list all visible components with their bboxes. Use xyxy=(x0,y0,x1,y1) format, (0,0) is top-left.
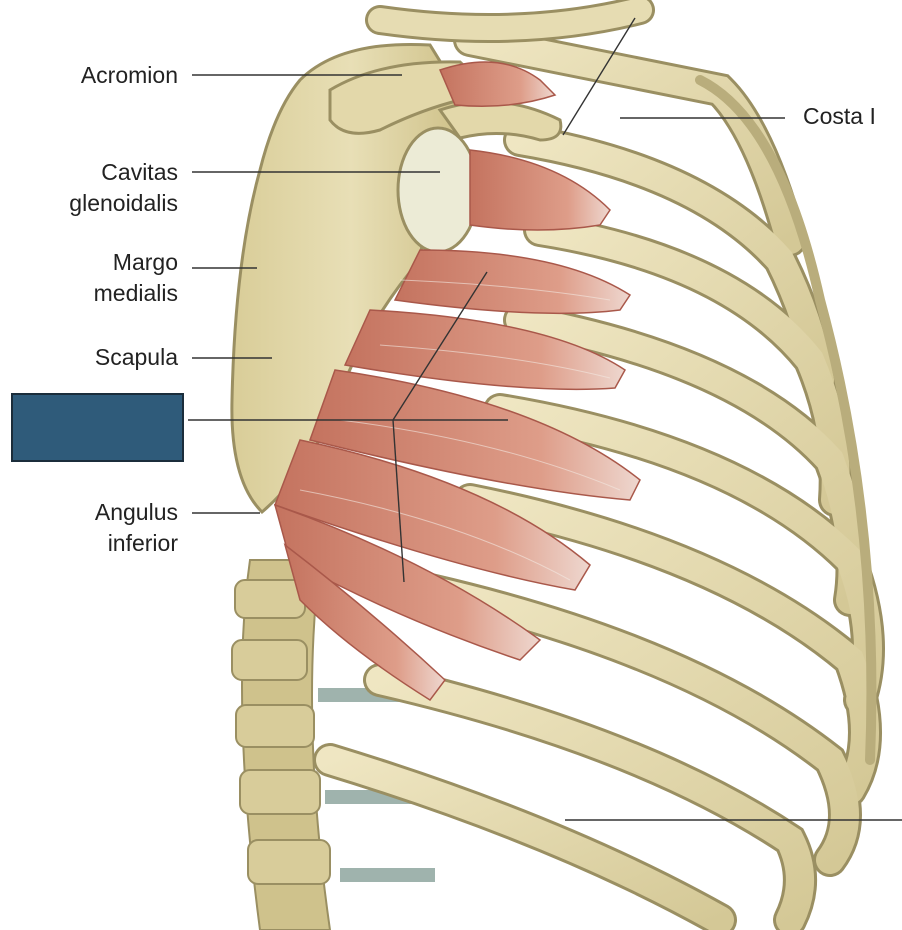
label-angulus-inferior: Angulus inferior xyxy=(95,497,178,559)
serratus-anterior-muscle xyxy=(273,61,641,702)
label-angulus-line2: inferior xyxy=(107,530,178,556)
label-cavitas-glenoidalis: Cavitas glenoidalis xyxy=(69,157,178,219)
label-acromion: Acromion xyxy=(80,62,178,88)
label-margo-medialis: Margo medialis xyxy=(94,247,178,309)
label-scapula: Scapula xyxy=(94,344,178,370)
label-angulus-line1: Angulus xyxy=(94,499,178,525)
scapula-bone xyxy=(230,42,563,515)
leader-lines xyxy=(188,17,902,821)
vertebral-column xyxy=(231,559,435,930)
label-cavitas-line1: Cavitas xyxy=(101,159,178,185)
rib-cage xyxy=(313,0,885,930)
label-costa-i: Costa I xyxy=(803,103,876,129)
label-cavitas-line2: glenoidalis xyxy=(69,190,178,216)
label-margo-line1: Margo xyxy=(112,249,178,275)
hidden-label-box[interactable] xyxy=(11,393,184,462)
label-margo-line2: medialis xyxy=(93,280,178,306)
